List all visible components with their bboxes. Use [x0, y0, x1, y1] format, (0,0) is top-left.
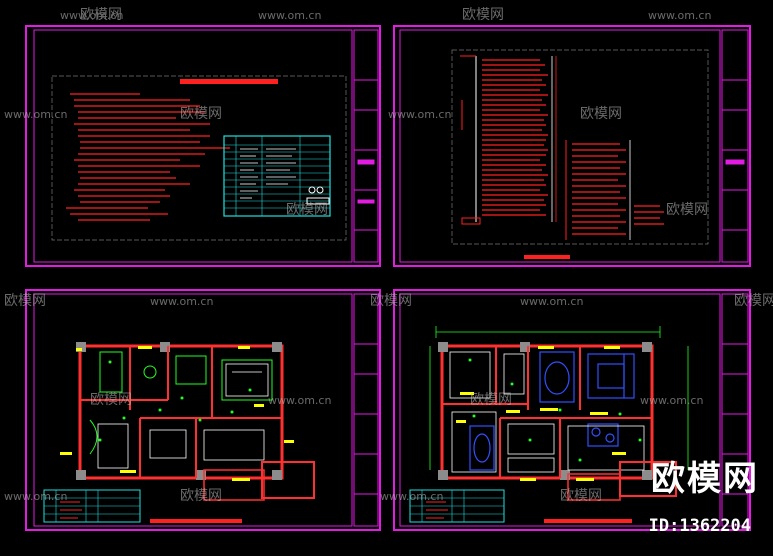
legend-table — [223, 135, 331, 217]
watermark-url: www.om.cn — [4, 108, 67, 121]
brand-logo: 欧模网 — [651, 459, 759, 499]
symbol-legend-right — [409, 489, 505, 523]
notes-heading — [180, 79, 278, 84]
floor-plan-left — [60, 342, 315, 501]
watermark-url: www.om.cn — [4, 490, 67, 503]
sheet-top-right — [393, 25, 751, 267]
sheet-bottom-left — [25, 289, 381, 531]
watermark-brand: 欧模网 — [286, 202, 328, 218]
watermark-url: www.om.cn — [268, 394, 331, 407]
watermark-brand: 欧模网 — [80, 7, 122, 23]
watermark-url: www.om.cn — [150, 295, 213, 308]
distribution-riser — [460, 55, 557, 225]
sheet-top-left — [25, 25, 381, 267]
watermark-brand: 欧模网 — [560, 488, 602, 504]
watermark-brand: 欧模网 — [90, 392, 132, 408]
symbol-legend-left — [43, 489, 141, 523]
watermark-brand: 欧模网 — [370, 293, 412, 309]
sheet-caption-bar — [544, 519, 632, 523]
watermark-brand: 欧模网 — [580, 106, 622, 122]
watermark-brand: 欧模网 — [180, 106, 222, 122]
watermark-brand: 欧模网 — [180, 488, 222, 504]
floor-plan-right — [438, 342, 677, 501]
sheet-caption-bar — [150, 519, 242, 523]
watermark-url: www.om.cn — [258, 9, 321, 22]
watermark-brand: 欧模网 — [734, 293, 773, 309]
watermark-url: www.om.cn — [60, 9, 123, 22]
watermark-url: www.om.cn — [640, 394, 703, 407]
watermark-brand: 欧模网 — [470, 392, 512, 408]
design-notes-block — [66, 93, 230, 221]
title-block — [354, 79, 378, 231]
watermark-url: www.om.cn — [648, 9, 711, 22]
sub-panel — [565, 140, 664, 240]
sheet-caption-bar — [524, 255, 570, 259]
watermark-brand: 欧模网 — [666, 202, 708, 218]
model-id-label: ID:1362204 — [648, 516, 751, 536]
watermark-url: www.om.cn — [380, 490, 443, 503]
sheet-bottom-right — [393, 289, 751, 531]
watermark-brand: 欧模网 — [4, 293, 46, 309]
watermark-brand: 欧模网 — [462, 7, 504, 23]
watermark-overlay: www.om.cn 欧模网 www.om.cn 欧模网 www.om.cn 欧模… — [4, 7, 773, 504]
watermark-url: www.om.cn — [388, 108, 451, 121]
watermark-url: www.om.cn — [520, 295, 583, 308]
dimension-lines — [429, 326, 689, 470]
